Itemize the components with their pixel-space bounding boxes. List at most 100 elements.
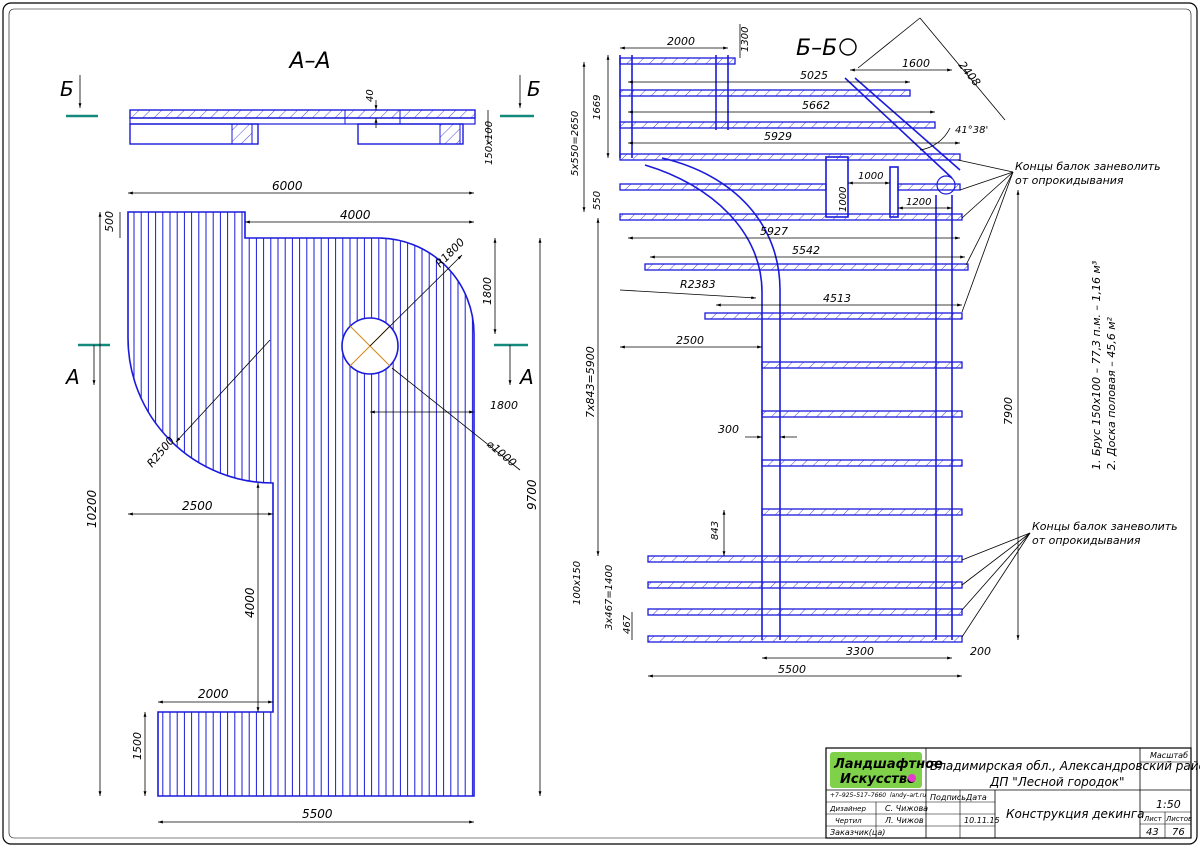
dim-r1800: R1800 (433, 236, 467, 270)
bb-dim-5927: 5927 (760, 225, 788, 238)
tb-role-drafter: Чертил (835, 817, 862, 825)
beam (897, 183, 961, 191)
bb-dim-4513: 4513 (823, 292, 851, 305)
bb-dim-2408: 2408 (956, 59, 983, 89)
bb-dim-5542: 5542 (792, 244, 820, 257)
tb-sheet: 43 (1146, 827, 1159, 838)
tb-location-2: ДП "Лесной городок" (989, 775, 1125, 789)
dim-1800-v: 1800 (481, 277, 494, 305)
bb-dim-467: 467 (622, 614, 633, 634)
tb-location-1: Владимирская обл., Александровский район… (930, 759, 1200, 773)
section-bb: Б–Б 2000 1300 5025 1600 2408 5662 (570, 17, 1178, 678)
bb-dim-2500: 2500 (676, 334, 704, 347)
tb-drawing-title: Конструкция декинга (1006, 807, 1145, 821)
tb-col-date: Дата (965, 793, 987, 802)
dim-r2500: R2500 (144, 434, 177, 470)
logo-badge (830, 752, 922, 788)
bb-dim-3300: 3300 (846, 645, 874, 658)
mark-a-left: А (64, 365, 80, 389)
bb-dim-5662: 5662 (802, 99, 830, 112)
bb-dim-5500: 5500 (778, 663, 806, 676)
bb-dim-100x150: 100х150 (572, 561, 583, 605)
plan-view: А А 6000 4000 500 10200 9700 1800 1800 R… (64, 179, 542, 824)
tb-role-client: Заказчик(ца) (830, 828, 885, 837)
bb-dim-1000b: 1000 (838, 187, 849, 212)
beam (647, 635, 963, 643)
bb-dim-7900: 7900 (1002, 397, 1015, 425)
title-block: Ландшафтное Искусство +7–925–517–7660 la… (825, 747, 1200, 839)
bb-dim-5x550: 5х550=2650 (570, 111, 581, 176)
dim-dia1000: ⌀1000 (484, 437, 519, 469)
beam (761, 361, 963, 369)
tb-name-designer: С. Чижова (885, 804, 928, 813)
dim-beam: 150х100 (484, 121, 495, 165)
tb-col-sign: Подпись (930, 793, 966, 802)
dim-4000: 4000 (340, 208, 371, 222)
tb-role-designer: Дизайнер (829, 805, 866, 813)
spec-line-1: 1. Брус 150х100 – 77,3 п.м. – 1,16 м³ (1090, 260, 1103, 470)
beam (619, 121, 936, 129)
bb-dim-7x843: 7х843=5900 (584, 346, 597, 418)
beam (619, 213, 963, 221)
inner-frame (8, 8, 1192, 839)
beam (761, 508, 963, 516)
bb-dim-3x467: 3х467=1400 (604, 565, 615, 630)
bb-dim-1600: 1600 (902, 57, 930, 70)
dim-500: 500 (103, 211, 116, 232)
note-bottom-2: от опрокидывания (1032, 534, 1141, 547)
mark-b-right: Б (527, 77, 541, 101)
bb-dim-angle: 41°38' (955, 125, 988, 136)
bb-dim-843: 843 (710, 521, 721, 540)
bb-dim-200: 200 (970, 645, 991, 658)
tb-scale-label: Масштаб (1150, 751, 1188, 760)
bb-dim-1300: 1300 (740, 27, 751, 52)
section-bb-title: Б–Б (796, 36, 837, 61)
dim-6000: 6000 (272, 179, 303, 193)
beam (647, 608, 963, 616)
bb-dim-1200: 1200 (906, 197, 931, 208)
beam (644, 263, 969, 271)
bb-dim-2000: 2000 (667, 35, 695, 48)
bb-dim-r2383: R2383 (680, 278, 716, 291)
dim-1500: 1500 (131, 732, 144, 760)
tb-sheet-label: Лист (1143, 815, 1163, 823)
bb-dim-550: 550 (592, 191, 603, 210)
dim-1800-h: 1800 (490, 399, 518, 412)
logo-line-1: Ландшафтное (833, 757, 943, 772)
section-aa-title: А–А (287, 49, 330, 74)
logo-dot (908, 774, 916, 782)
dim-2000: 2000 (198, 687, 229, 701)
logo-line-2: Искусство (840, 772, 916, 787)
tb-name-drafter: Л. Чижов (884, 816, 924, 825)
beam (619, 89, 911, 97)
tb-scale: 1:50 (1156, 798, 1181, 811)
beam (704, 312, 963, 320)
tb-sheets: 76 (1172, 827, 1185, 838)
dim-10200: 10200 (85, 489, 99, 528)
tb-phone: +7–925–517–7660 (830, 792, 886, 799)
bb-dim-1000a: 1000 (858, 171, 883, 182)
beam (619, 57, 736, 65)
beam (647, 555, 963, 563)
bb-dim-5929: 5929 (764, 130, 792, 143)
dim-40: 40 (365, 89, 376, 102)
tb-date: 10.11.15 (964, 816, 1000, 825)
spec-line-2: 2. Доска половая – 45,6 м² (1105, 316, 1118, 470)
bb-dim-1669: 1669 (592, 95, 603, 120)
mark-b-left: Б (60, 77, 74, 101)
beam (761, 410, 963, 418)
note-bottom-1: Концы балок заневолить (1032, 520, 1178, 533)
beam (647, 581, 963, 589)
dim-9700: 9700 (525, 479, 539, 510)
section-aa: А–А Б Б 40 150х100 (60, 49, 541, 165)
beam (761, 459, 963, 467)
dim-4000-v: 4000 (243, 587, 257, 618)
note-top-1: Концы балок заневолить (1015, 160, 1161, 173)
dim-2500: 2500 (182, 499, 213, 513)
tb-site: landy–art.ru (890, 792, 926, 799)
mark-a-right: А (518, 365, 534, 389)
bb-dim-5025: 5025 (800, 69, 828, 82)
